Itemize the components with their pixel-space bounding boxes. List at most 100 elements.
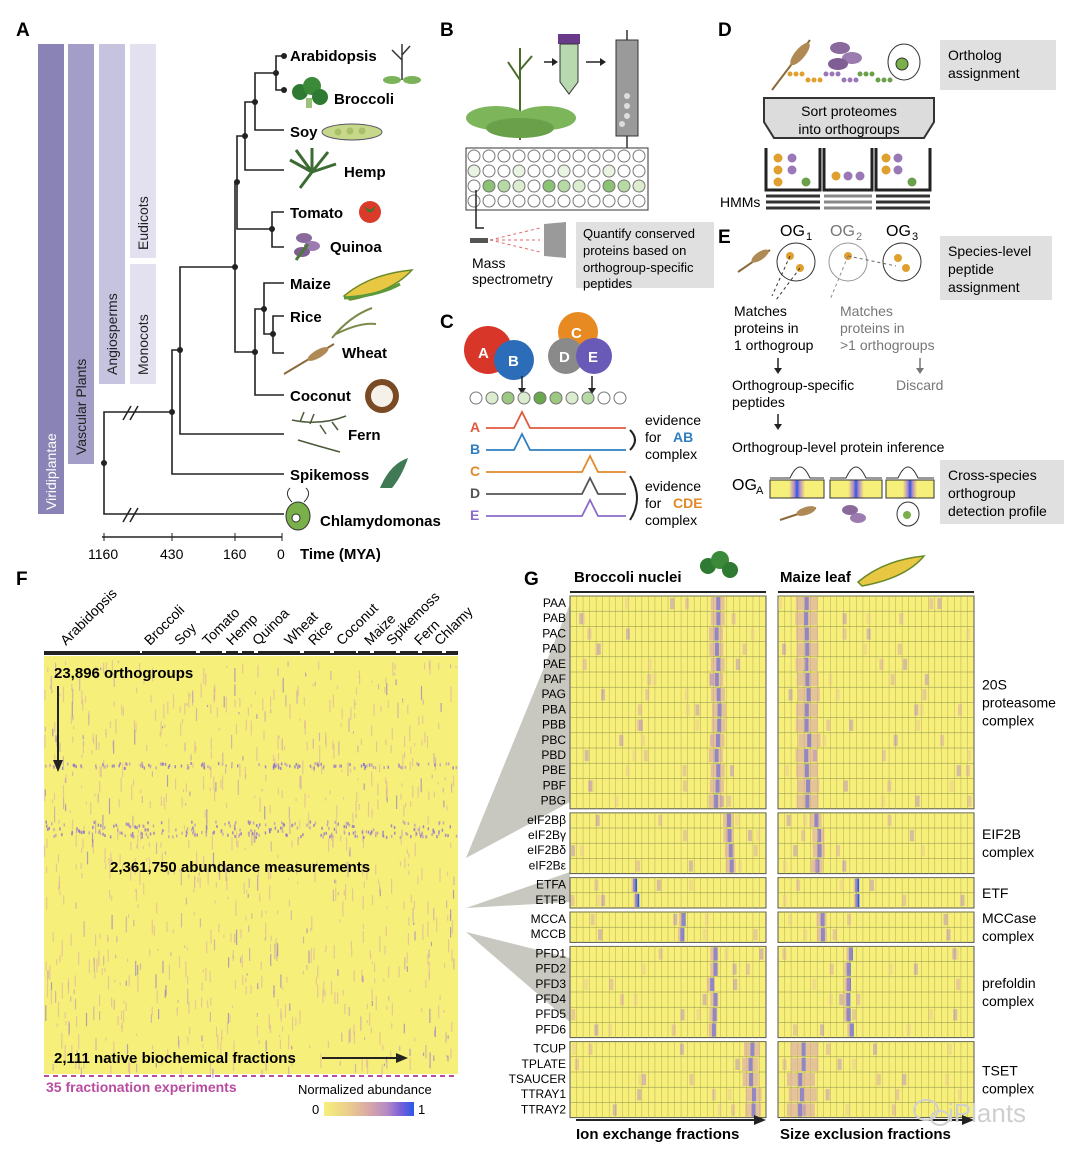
trace-line-d — [486, 475, 626, 495]
heatmap-streak — [433, 791, 435, 798]
heatmap-streak — [438, 723, 440, 730]
heatmap-streak — [180, 723, 182, 736]
well — [497, 149, 511, 163]
noise-cell — [812, 750, 817, 762]
heatmap-streak — [217, 1034, 219, 1050]
shoulder-cell — [725, 859, 736, 873]
heatmap-streak — [318, 761, 320, 766]
heatmap-streak — [342, 901, 344, 917]
heatmap-streak — [433, 908, 435, 921]
heatmap-streak — [247, 707, 249, 716]
heatmap-streak — [196, 851, 198, 868]
heatmap-streak — [345, 884, 347, 900]
heatmap-streak — [297, 881, 299, 885]
shoulder-cell — [744, 1042, 761, 1056]
heatmap-streak — [308, 812, 310, 829]
heatmap-streak — [244, 766, 246, 780]
heatmap-streak — [67, 762, 69, 766]
heatmap-streak — [46, 838, 48, 849]
noise-cell — [793, 1024, 798, 1036]
heatmap-streak — [81, 848, 83, 853]
heatmap-streak — [191, 820, 193, 824]
noise-cell — [837, 1058, 842, 1070]
shoulder-cell — [809, 813, 822, 827]
noise-cell — [720, 795, 725, 807]
heatmap-streak — [430, 941, 433, 947]
heatmap-streak — [141, 795, 143, 803]
quantify-box — [576, 222, 714, 288]
heatmap-streak — [164, 851, 167, 855]
heatmap-streak — [154, 709, 157, 722]
heatmap-streak — [414, 1037, 416, 1042]
heatmap-streak — [371, 763, 373, 767]
heatmap-streak — [321, 826, 323, 830]
heatmap-streak — [196, 833, 198, 837]
quinoa-icon — [828, 42, 862, 70]
noise-cell — [782, 643, 787, 655]
heatmap-streak — [257, 983, 259, 990]
complex-label: ETF — [982, 885, 1008, 901]
heatmap-streak — [417, 763, 420, 767]
heatmap-streak — [270, 841, 272, 852]
heatmap-streak — [294, 822, 296, 826]
noise-cell — [754, 1058, 759, 1070]
heatmap-streak — [371, 894, 374, 906]
heatmap-streak — [401, 766, 403, 770]
heatmap-streak — [137, 829, 139, 833]
heatmap-streak — [422, 699, 424, 705]
heatmap-streak — [306, 823, 308, 827]
noise-cell — [887, 780, 892, 792]
fraction-well — [485, 391, 499, 405]
heatmap-streak — [255, 835, 257, 839]
heatmap-streak — [414, 823, 416, 827]
shoulder-cell — [846, 947, 853, 961]
heatmap-streak — [261, 789, 263, 792]
heatmap-streak — [230, 933, 232, 942]
heatmap-streak — [321, 765, 323, 775]
heatmap-streak — [270, 827, 272, 831]
heatmap-streak — [364, 765, 367, 769]
noise-cell — [598, 929, 603, 941]
heatmap-streak — [57, 887, 60, 891]
heatmap-streak — [442, 787, 444, 793]
well — [617, 179, 631, 193]
heatmap-streak — [449, 825, 451, 829]
heatmap-streak — [166, 775, 169, 787]
heatmap-streak — [422, 924, 424, 941]
heatmap-streak — [354, 1063, 357, 1073]
heatmap-streak — [99, 933, 101, 940]
heatmap-streak — [408, 870, 410, 876]
og2-circle — [828, 242, 868, 282]
heatmap-streak — [330, 671, 332, 680]
heatmap-streak — [300, 775, 302, 790]
heatmap-streak — [185, 830, 188, 834]
heatmap-streak — [358, 670, 360, 679]
well — [587, 179, 601, 193]
heatmap-streak — [170, 952, 172, 956]
heatmap-streak — [242, 663, 244, 674]
fraction-well — [533, 391, 547, 405]
heatmap-streak — [90, 802, 92, 815]
heatmap-streak — [188, 839, 190, 849]
shoulder-cell — [798, 733, 821, 747]
heatmap-streak — [347, 762, 349, 776]
heatmap-streak — [164, 724, 166, 728]
heatmap-streak — [379, 1031, 381, 1045]
heatmap-streak — [201, 831, 203, 835]
noise-cell — [695, 704, 700, 716]
og1-label: OG — [780, 223, 805, 240]
clade-bar-vascular — [68, 44, 94, 464]
noise-cell — [685, 598, 690, 610]
tree-node — [177, 347, 183, 353]
specific-2: peptides — [732, 394, 785, 410]
heatmap-streak — [343, 825, 345, 829]
heatmap-streak — [342, 990, 344, 996]
time-tick-430: 430 — [160, 546, 184, 562]
heatmap-streak — [82, 735, 84, 740]
matches1-1: Matches — [734, 303, 787, 319]
shoulder-cell — [787, 1073, 816, 1087]
heatmap-streak — [401, 783, 403, 787]
heatmap-streak — [93, 957, 95, 964]
heatmap-streak — [97, 830, 100, 834]
well — [527, 164, 541, 178]
